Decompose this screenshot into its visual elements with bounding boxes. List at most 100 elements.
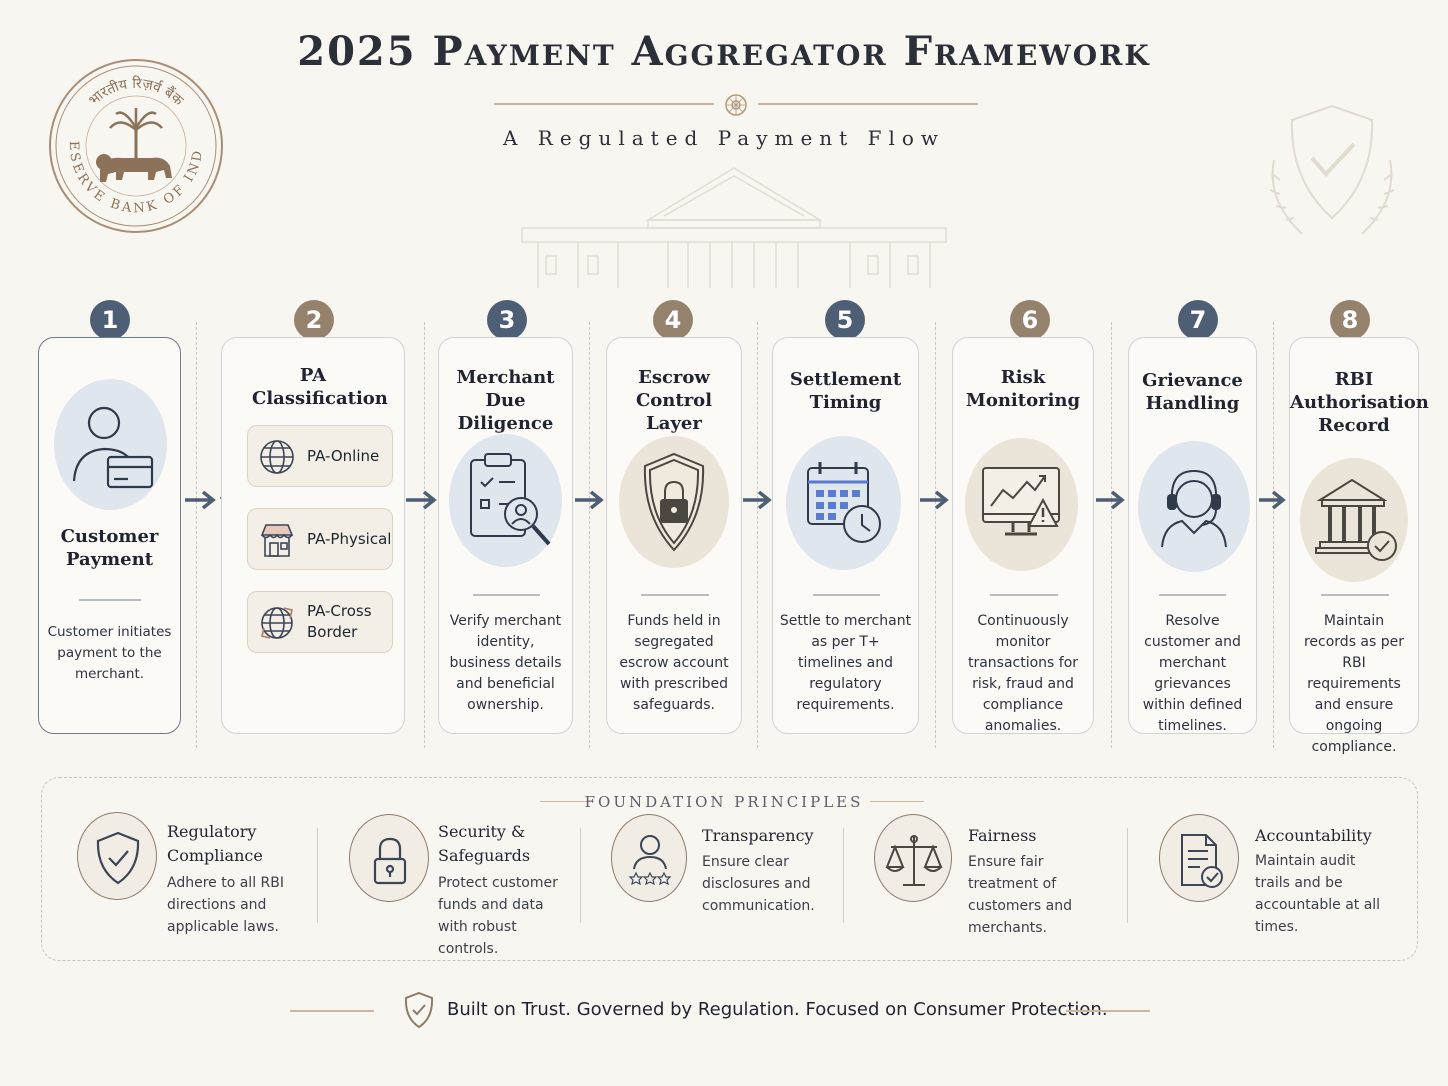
card-divider (813, 594, 880, 596)
document-check-icon (1159, 814, 1239, 902)
step-card-pa-classification: PA Classification PA-Online PA-Physical … (221, 337, 405, 734)
pa-option-label: PA-Physical (307, 530, 392, 548)
customer-card-icon (54, 379, 167, 510)
section-rule-right (870, 801, 924, 802)
principle-title: Security & Safeguards (438, 822, 531, 865)
globe-arrows-icon (261, 607, 293, 639)
shield-laurel-watermark (1269, 104, 1395, 235)
pa-option-online: PA-Online (247, 425, 393, 487)
step-divider (1111, 322, 1112, 748)
step-card-risk-monitoring: Risk Monitoring Continuously monitor tra… (952, 337, 1094, 734)
scales-icon (874, 814, 952, 902)
shield-check-icon (404, 991, 434, 1029)
principle-divider (317, 828, 318, 923)
step-card-merchant-due-diligence: Merchant Due Diligence Verify merchant i… (438, 337, 573, 734)
step-title: Grievance Handling (1142, 370, 1243, 414)
page-subtitle: A Regulated Payment Flow (502, 126, 946, 150)
calendar-clock-icon (786, 436, 901, 570)
shield-check-icon (77, 812, 157, 900)
step-badge-4: 4 (653, 300, 693, 340)
flow-arrow-icon (406, 490, 437, 510)
step-divider (589, 322, 590, 748)
storefront-icon (260, 524, 294, 557)
footer-rule-right (1066, 1010, 1150, 1012)
step-title: RBI Authorisation Record (1290, 369, 1429, 436)
step-card-escrow-control-layer: Escrow Control Layer Funds held in segre… (606, 337, 742, 734)
bank-check-icon (1300, 458, 1408, 582)
step-card-customer-payment: Customer Payment Customer initiates paym… (38, 337, 181, 734)
globe-icon (260, 440, 294, 474)
pa-option-label: PA-Cross Border (307, 602, 372, 641)
principle-description: Adhere to all RBI directions and applica… (167, 875, 284, 935)
step-card-rbi-authorisation-record: RBI Authorisation Record Maintain record… (1289, 337, 1429, 755)
step-divider (1273, 322, 1274, 748)
card-divider (1321, 594, 1389, 596)
principle-divider (1127, 828, 1128, 923)
step-description: Maintain records as per RBI requirements… (1303, 613, 1405, 755)
step-badge-7: 7 (1178, 300, 1218, 340)
step-title: Settlement Timing (789, 369, 902, 413)
section-rule-left (540, 801, 594, 802)
foundation-principles-panel (41, 777, 1418, 961)
flow-arrow-icon (920, 490, 949, 510)
padlock-icon (349, 814, 429, 902)
step-card-settlement-timing: Settlement Timing Settle to merchant as … (772, 337, 919, 734)
flow-arrow-icon (1096, 490, 1125, 510)
step-description: Customer initiates payment to the mercha… (47, 624, 172, 682)
principle-title: Regulatory Compliance (167, 822, 263, 865)
shield-lock-icon (619, 436, 729, 568)
monitor-warning-icon (965, 438, 1078, 571)
title-divider-right (758, 103, 978, 105)
ornament-icon (725, 94, 747, 116)
step-divider (424, 322, 425, 748)
step-divider (757, 322, 758, 748)
step-title: Risk Monitoring (965, 367, 1081, 411)
principle-divider (580, 828, 581, 923)
step-title: Escrow Control Layer (635, 367, 713, 434)
principle-description: Protect customer funds and data with rob… (438, 875, 558, 957)
card-divider (641, 594, 709, 596)
principle-title: Transparency (702, 826, 814, 845)
flow-arrow-icon (1259, 490, 1286, 510)
step-description: Resolve customer and merchant grievances… (1142, 613, 1243, 734)
headset-agent-icon (1138, 441, 1250, 572)
card-divider (990, 594, 1058, 596)
foundation-title: Foundation Principles (584, 793, 864, 811)
flow-arrow-icon (743, 490, 772, 510)
step-title: Merchant Due Diligence (456, 367, 555, 434)
step-badge-5: 5 (825, 300, 865, 340)
svg-text:भारतीय रिज़र्व बैंक: भारतीय रिज़र्व बैंक (86, 75, 186, 109)
step-divider (196, 322, 197, 748)
card-divider (473, 594, 540, 596)
principle-title: Accountability (1255, 826, 1372, 845)
card-divider (79, 599, 141, 601)
step-description: Continuously monitor transactions for ri… (967, 613, 1079, 734)
step-badge-3: 3 (487, 300, 527, 340)
step-description: Verify merchant identity, business detai… (449, 613, 562, 713)
flow-arrow-icon (185, 490, 216, 510)
principle-description: Maintain audit trails and be accountable… (1255, 853, 1381, 935)
step-badge-8: 8 (1330, 300, 1370, 340)
pa-option-label: PA-Online (307, 447, 380, 465)
step-badge-1: 1 (90, 300, 130, 340)
pa-option-cross-border: PA-Cross Border (247, 591, 393, 653)
step-title: Customer Payment (60, 526, 159, 570)
footer-tagline: Built on Trust. Governed by Regulation. … (447, 999, 1108, 1020)
step-divider (935, 322, 936, 748)
step-badge-6: 6 (1010, 300, 1050, 340)
principle-description: Ensure fair treatment of customers and m… (968, 854, 1073, 936)
flow-arrow-icon (575, 490, 604, 510)
page-title: 2025 Payment Aggregator Framework (297, 28, 1151, 75)
pa-option-physical: PA-Physical (247, 508, 393, 570)
step-description: Settle to merchant as per T+ timelines a… (779, 613, 912, 713)
person-stars-icon (611, 814, 687, 902)
title-divider-left (494, 103, 714, 105)
principle-title: Fairness (968, 826, 1037, 845)
principle-description: Ensure clear disclosures and communicati… (702, 854, 815, 914)
svg-text:RESERVE BANK OF INDIA: RESERVE BANK OF INDIA (48, 58, 206, 216)
clipboard-search-icon (449, 434, 562, 567)
step-title: PA Classification (252, 365, 388, 409)
principle-divider (843, 828, 844, 923)
card-divider (1159, 594, 1226, 596)
footer-rule-left (290, 1010, 374, 1012)
